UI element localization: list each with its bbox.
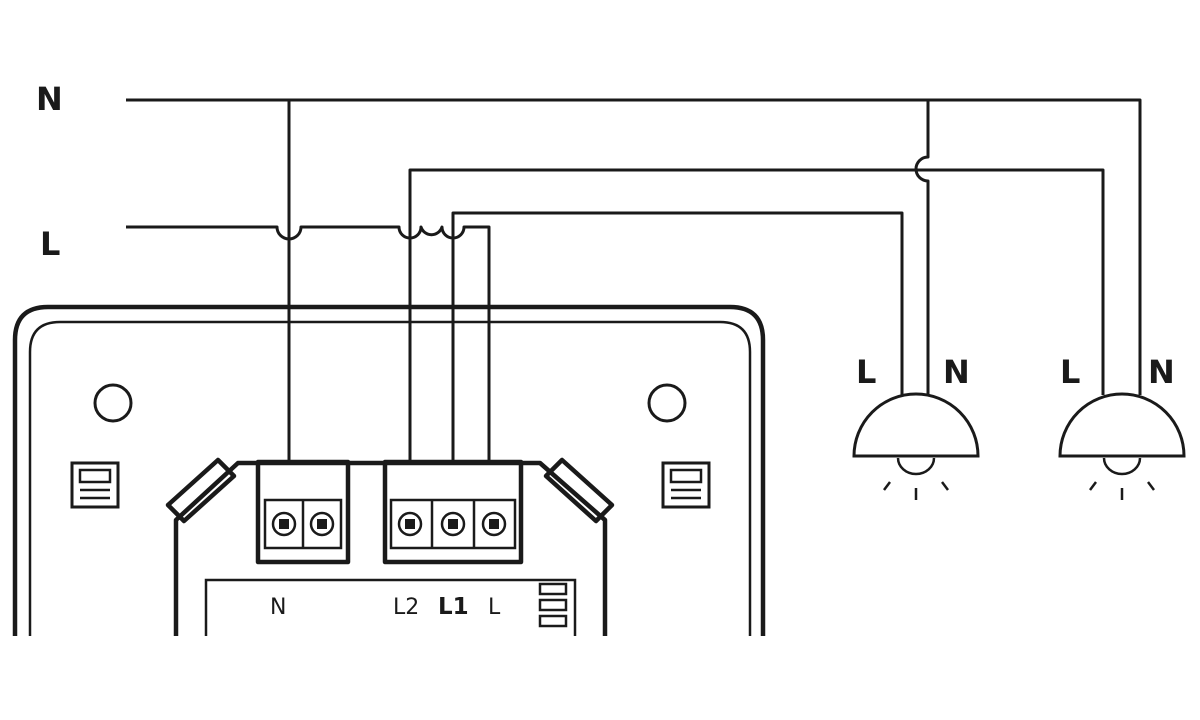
terminal-label-n: N — [270, 595, 286, 620]
l1-output-wire — [451, 211, 904, 462]
switch-module: N L2 L1 L — [165, 457, 615, 636]
terminal-screw-n2 — [309, 511, 335, 537]
lamp1-bulb — [896, 457, 936, 476]
terminal-label-l1: L1 — [438, 594, 469, 620]
terminal-label-l: L — [488, 595, 501, 620]
mounting-hole-right — [647, 383, 687, 423]
neutral-bus-wire — [126, 98, 1142, 395]
neutral-lamp1-wire — [914, 100, 930, 395]
live-terminal-block — [382, 459, 524, 565]
lamp1-shade — [852, 392, 980, 458]
mounting-hole-left — [93, 383, 133, 423]
clip-right — [661, 461, 711, 509]
lamp1-live-label: L — [856, 353, 876, 391]
l2-output-wire — [408, 168, 1105, 462]
switch-plate — [12, 304, 766, 636]
terminal-screw-l2 — [397, 511, 423, 537]
clip-left — [70, 461, 120, 509]
live-bus-wire — [126, 225, 491, 462]
lamp2-bulb — [1102, 457, 1142, 476]
terminal-screw-l1 — [440, 511, 466, 537]
lamp2-shade — [1058, 392, 1186, 458]
lamp1-neutral-label: N — [943, 353, 970, 391]
lamp-2: L N — [1058, 353, 1186, 500]
lamp2-neutral-label: N — [1148, 353, 1175, 391]
neutral-bus-label: N — [36, 80, 63, 118]
terminal-screw-l — [481, 511, 507, 537]
lamp-1: L N — [852, 353, 980, 500]
terminal-screw-n1 — [271, 511, 297, 537]
terminal-label-l2: L2 — [393, 595, 419, 620]
neutral-terminal-block — [255, 459, 351, 565]
lamp2-live-label: L — [1060, 353, 1080, 391]
live-bus-label: L — [40, 225, 60, 263]
